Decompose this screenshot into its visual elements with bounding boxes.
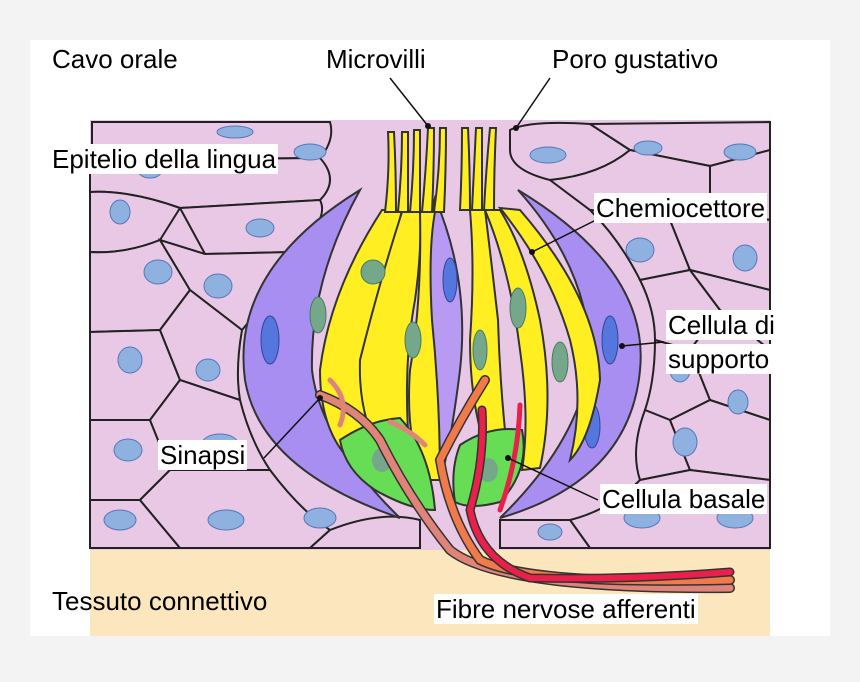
receptor-nuclei [309,259,569,383]
label-oral-cavity: Cavo orale [52,44,178,74]
label-basal-cell: Cellula basale [600,484,768,514]
leader-dots [317,123,625,461]
leader-lines [263,77,665,501]
nerve-fibers [315,375,735,594]
label-microvilli: Microvilli [326,44,426,74]
label-connective-tissue: Tessuto connettivo [52,586,268,616]
label-afferent-fibers: Fibre nervose afferenti [434,594,698,624]
label-support-cell-line1: Cellula di [666,310,777,340]
label-tongue-epithelium: Epitelio della lingua [50,144,279,174]
microvilli [383,127,498,213]
label-chemoreceptor: Chemiocettore [594,193,768,223]
label-taste-pore: Poro gustativo [552,44,719,74]
label-support-cell-line2: supporto [666,344,772,374]
diagram-canvas: Cavo orale Microvilli Poro gustativo Epi… [30,40,830,636]
label-synapse: Sinapsi [158,440,248,470]
